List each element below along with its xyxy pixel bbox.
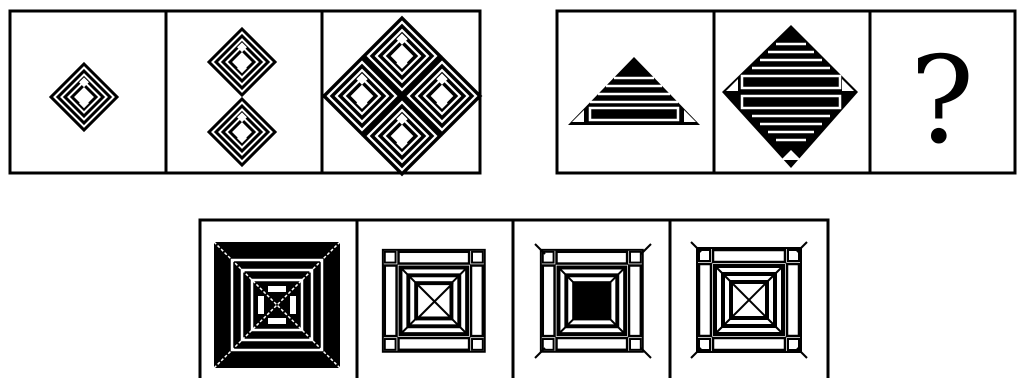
question-row-right: ? xyxy=(557,11,1015,173)
answer-options xyxy=(200,220,828,378)
question-row-left xyxy=(10,11,480,174)
option-a[interactable] xyxy=(214,242,340,368)
question-mark: ? xyxy=(910,32,974,171)
